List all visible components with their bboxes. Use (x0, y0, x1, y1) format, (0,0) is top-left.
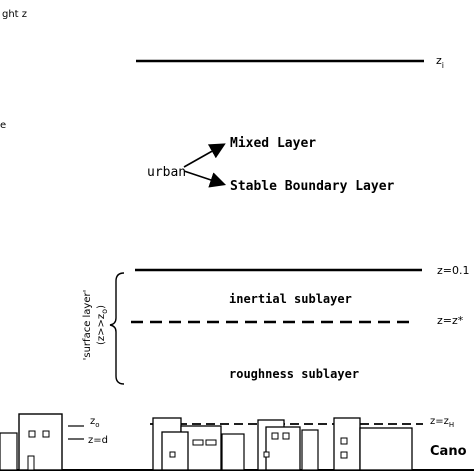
window (263, 451, 270, 458)
mixed-layer-label: Mixed Layer (230, 136, 316, 151)
zH-label: z=zH (430, 416, 454, 429)
door (27, 455, 35, 471)
window (340, 451, 348, 459)
window (205, 439, 217, 446)
window (271, 432, 279, 440)
window (28, 430, 36, 438)
inertial-sublayer-label: inertial sublayer (229, 292, 352, 306)
canopy-label: Cano (430, 444, 467, 459)
window (169, 451, 176, 458)
window (42, 430, 50, 438)
window (282, 432, 290, 440)
urban-label: urban (147, 165, 186, 180)
window (192, 439, 204, 446)
building (359, 427, 413, 471)
surface-condition-subscript: o (100, 309, 109, 314)
building (18, 413, 63, 471)
stable-layer-label: Stable Boundary Layer (230, 179, 395, 194)
zo-subscript: o (95, 421, 99, 429)
left-edge-char: e (0, 120, 6, 131)
zi-subscript: i (442, 61, 444, 70)
arrow-to-stable (183, 170, 227, 188)
height-axis-label: ght z (2, 9, 27, 20)
roughness-sublayer-label: roughness sublayer (229, 367, 359, 381)
arrow-to-mixed (183, 143, 226, 168)
surface-condition-label: (z>>zo) (96, 305, 109, 345)
surface-layer-brace (109, 272, 125, 385)
zH-subscript: H (449, 421, 454, 429)
building (301, 429, 319, 471)
building (161, 431, 189, 471)
zi-label: zi (436, 54, 444, 70)
urban-canopy: z=zH zo z=d Can (0, 413, 474, 471)
building (0, 432, 18, 471)
window (340, 437, 348, 445)
surface-layer-label: 'surface layer' (82, 290, 93, 361)
zd-label: z=d (88, 435, 108, 446)
surface-top-label: z=0.1 (437, 264, 469, 277)
building (221, 433, 245, 471)
zstar-label: z=z* (437, 314, 464, 327)
zo-label: zo (90, 416, 100, 429)
